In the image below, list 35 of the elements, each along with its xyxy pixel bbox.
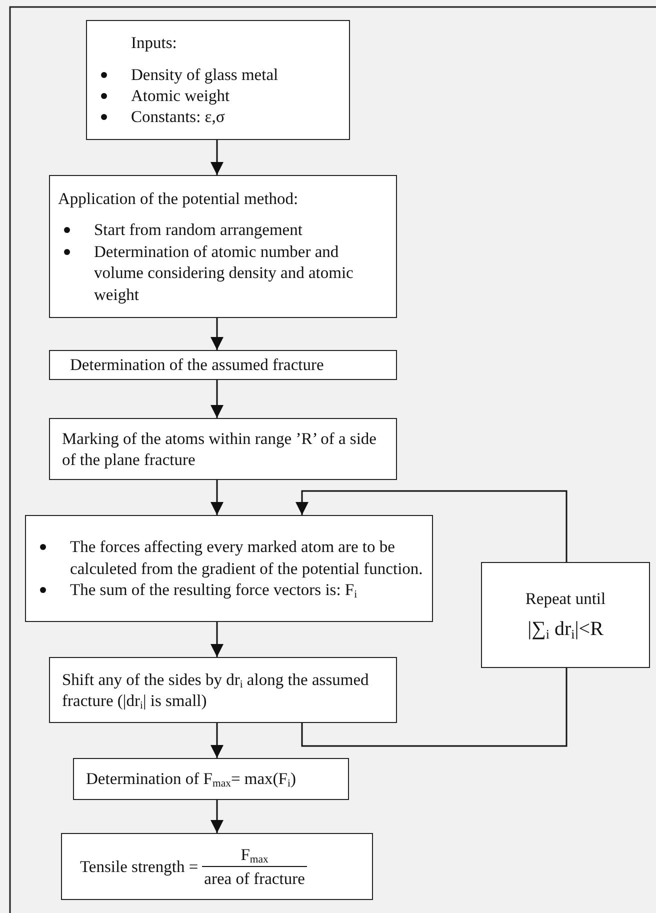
fraction-numerator: F$_{max}$ [240, 844, 270, 865]
box-text: Determination of the assumed fracture [70, 354, 325, 376]
arrow [296, 490, 568, 562]
process-box [49, 175, 397, 318]
loop-condition: Repeat until [525, 588, 606, 610]
arrow [210, 480, 224, 515]
input-item: Atomic weight [131, 86, 230, 105]
arrow [210, 622, 224, 657]
method-heading: Application of the potential method: [58, 188, 300, 210]
input-heading: Inputs: [131, 32, 178, 54]
process-box [25, 515, 433, 622]
input-item: Constants: ε,σ [131, 107, 225, 126]
process-box [61, 833, 373, 900]
process-box [49, 350, 397, 380]
input-item: Density of glass metal [131, 64, 278, 84]
method-step: Start from random arrangement [94, 220, 302, 240]
box-text: Shift any of the sides by dr$_{i}$ along the assumed fracture (|dr$_{i}$| is small) [62, 668, 370, 712]
result-label: Tensile strength = [80, 856, 198, 878]
arrow [210, 140, 224, 175]
process-box [86, 20, 350, 140]
arrow [210, 318, 224, 350]
arrow [210, 380, 224, 418]
process-box [73, 758, 349, 800]
force-step: The forces affecting every marked atom are to be calculeted from the gradient of the potential function. [70, 537, 423, 578]
box-text: Determination of F$_{max}$= max(F$_{i}$) [86, 768, 297, 790]
arrow [210, 723, 224, 758]
sum-formula: |∑$_{i}$ dr$_{i}$|<R [528, 616, 604, 642]
fraction-denominator: area of fracture [203, 868, 306, 890]
method-step: Determination of atomic number and volume considering density and atomic weight [94, 242, 354, 304]
arrow [210, 800, 224, 833]
box-text: Marking of the atoms within range ’R’ of a side of the plane fracture [62, 428, 378, 470]
process-box [49, 657, 397, 723]
process-box [49, 418, 397, 480]
force-step: The sum of the resulting force vectors is: F$_{i}$ [70, 580, 358, 600]
process-box [481, 562, 650, 668]
